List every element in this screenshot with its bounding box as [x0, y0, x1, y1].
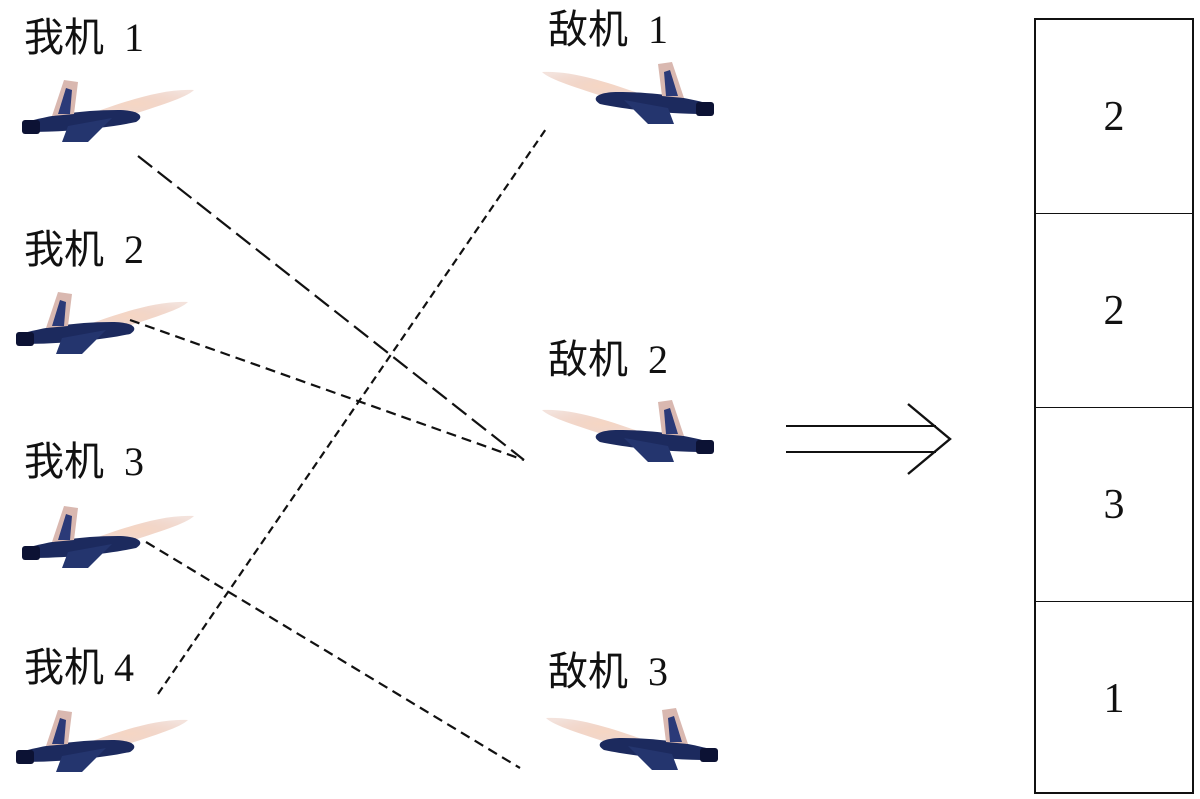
own-aircraft-label-4: 我机 4 — [24, 645, 134, 690]
enemy-aircraft-label-3: 敌机 3 — [548, 649, 668, 694]
enemy-aircraft-label-1: 敌机 1 — [548, 7, 668, 52]
assignment-line-own3-enemy3 — [145, 541, 521, 769]
encoding-cell-value: 3 — [1103, 481, 1125, 528]
assignment-line-own4-enemy1 — [157, 125, 549, 695]
encoding-cell-1: 2 — [1036, 20, 1192, 214]
own-aircraft-label-3: 我机 3 — [24, 439, 144, 484]
encoding-cell-3: 3 — [1036, 408, 1192, 602]
encoding-cell-value: 1 — [1103, 676, 1125, 722]
enemy-aircraft-label-2: 敌机 2 — [548, 337, 668, 382]
encoding-cell-2: 2 — [1036, 214, 1192, 408]
encoding-vector: 2 2 3 1 — [1034, 18, 1194, 794]
assignment-line-own1-enemy2 — [137, 155, 525, 461]
own-aircraft-label-1: 我机 1 — [24, 15, 144, 60]
encoding-cell-4: 1 — [1036, 602, 1192, 796]
assignment-line-own2-enemy2 — [129, 318, 525, 462]
own-aircraft-label-2: 我机 2 — [24, 227, 144, 272]
encoding-cell-value: 2 — [1103, 93, 1125, 140]
encoding-cell-value: 2 — [1103, 287, 1125, 334]
